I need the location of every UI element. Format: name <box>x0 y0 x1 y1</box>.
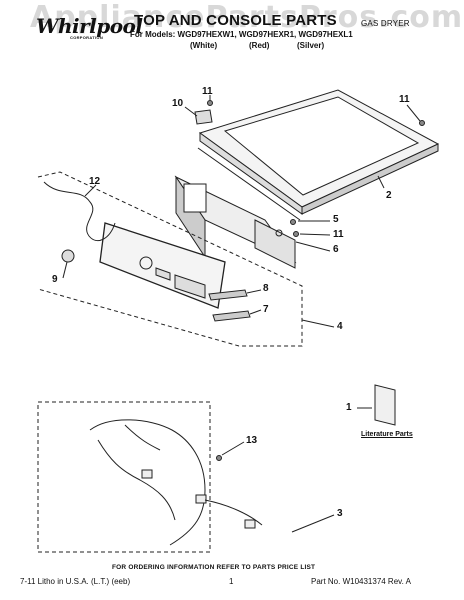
console-harness <box>43 181 116 241</box>
overlay-strips <box>208 289 251 322</box>
callout-12: 12 <box>89 176 101 187</box>
top-panel <box>197 89 440 221</box>
callout-4: 4 <box>337 321 343 332</box>
color-red: (Red) <box>249 41 270 50</box>
callout-2: 2 <box>386 190 392 201</box>
models-line: For Models: WGD97HEXW1, WGD97HEXR1, WGD9… <box>130 30 353 39</box>
screw <box>216 455 222 461</box>
harness-group-outline <box>37 401 211 553</box>
callout-8: 8 <box>263 283 269 294</box>
footer-part-number: Part No. W10431374 Rev. A <box>311 577 411 586</box>
console-frame <box>174 175 297 269</box>
color-silver: (Silver) <box>297 41 325 50</box>
footer-page-number: 1 <box>229 577 234 586</box>
callout-9: 9 <box>52 274 58 285</box>
footer-ordering: FOR ORDERING INFORMATION REFER TO PARTS … <box>112 564 316 571</box>
console-panel <box>99 222 226 309</box>
literature-label: Literature Parts <box>361 431 413 438</box>
callout-1: 1 <box>346 402 352 413</box>
screw <box>207 100 213 106</box>
screw <box>293 231 299 237</box>
watermark: AppliancePartsPros.com <box>30 0 464 35</box>
page-title: TOP AND CONSOLE PARTS <box>134 12 337 29</box>
brand-logo: Whirlpool <box>36 14 143 38</box>
literature-book <box>374 384 396 426</box>
callout-6: 6 <box>333 244 339 255</box>
knob <box>61 249 75 263</box>
main-wire-harness <box>89 419 263 546</box>
color-white: (White) <box>190 41 218 50</box>
callout-7: 7 <box>263 304 269 315</box>
callout-11: 11 <box>333 229 344 240</box>
callout-13: 13 <box>246 435 258 446</box>
callout-3: 3 <box>337 508 343 519</box>
callout-11: 11 <box>399 94 410 105</box>
brand-sub: CORPORATION <box>70 35 104 40</box>
callout-10: 10 <box>172 98 184 109</box>
footer-litho: 7-11 Litho in U.S.A. (L.T.) (eeb) <box>20 577 131 586</box>
page-subtitle: GAS DRYER <box>361 19 410 28</box>
bracket <box>194 109 213 125</box>
screw <box>419 120 425 126</box>
callout-5: 5 <box>333 214 339 225</box>
callout-11: 11 <box>202 86 213 97</box>
screw <box>290 219 296 225</box>
